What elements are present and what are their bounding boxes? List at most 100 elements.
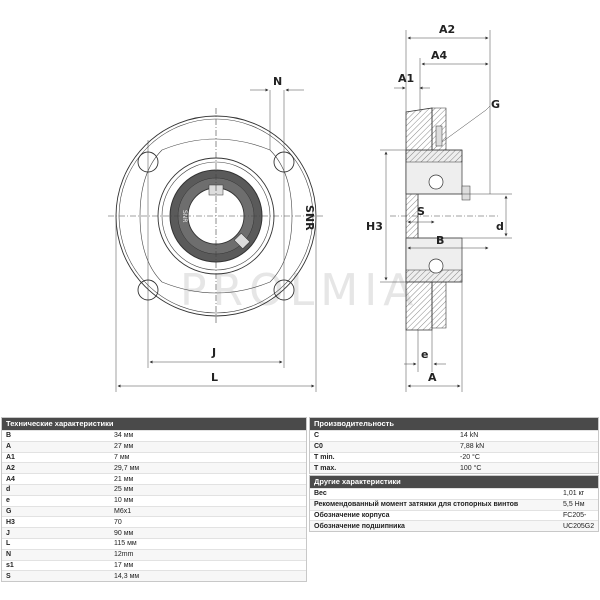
table-row: T min. -20 °C [310,451,598,463]
row-key: Обозначение подшипника [314,522,405,530]
row-value: 10 мм [114,497,134,505]
dimension-H3: H3 [366,149,406,283]
row-value: 7 мм [114,453,130,461]
section-view [390,107,500,331]
row-value: 34 мм [114,432,134,440]
ball-lower [428,258,444,274]
dim-label-d: d [496,220,504,233]
row-key: C [314,432,320,440]
table-row: H3 70 [2,516,306,527]
row-key: S [6,572,11,580]
row-value: 25 мм [114,486,134,494]
row-value: 14,3 мм [114,572,140,580]
table-row: d 25 мм [2,483,306,495]
table-row: Обозначение подшипника UC205G2 [310,520,598,532]
dim-label-B: B [436,234,444,247]
table-row: J 90 мм [2,527,306,538]
row-value: 21 мм [114,475,134,483]
table-header: Производительность [310,418,598,430]
table-row: S 14,3 мм [2,570,306,582]
row-key: H3 [6,518,15,526]
row-key: J [6,529,10,537]
dim-label-A2: A2 [439,23,455,36]
dim-label-N: N [273,75,282,88]
technical-drawing: PROLMIA SNR SNR N [108,23,512,392]
performance-table: Производительность C 14 kN C0 7,88 kN T mi… [309,417,599,475]
ball-upper [428,174,444,190]
table-row: B 34 мм [2,430,306,441]
table-row: e 10 мм [2,494,306,506]
table-row: C 14 kN [310,430,598,441]
row-value: 115 мм [114,540,137,548]
row-value: 90 мм [114,529,134,537]
dimension-L: L [117,371,315,388]
table-header: Технические характеристики [2,418,306,430]
table-row: A 27 мм [2,440,306,452]
row-value: 27 мм [114,443,134,451]
table-row: Вес 1,01 кг [310,488,598,499]
row-value: 14 kN [460,432,479,440]
row-value: -20 °C [460,453,480,461]
row-key: T min. [314,453,335,461]
brand-small-label: SNR [181,210,188,222]
table-row: Рекомендованный момент затяжки для стопо… [310,498,598,510]
dim-label-L: L [211,371,218,384]
dimension-A2: A2 [405,23,491,194]
table-row: s1 17 мм [2,559,306,571]
table-header: Другие характеристики [310,476,598,488]
dim-label-J: J [211,346,216,359]
table-row: L 115 мм [2,537,306,549]
row-value: 5,5 Нм [563,501,585,509]
row-key: C0 [314,443,323,451]
row-key: L [6,540,11,548]
row-key: N [6,551,12,559]
dimension-A: A [405,282,463,392]
row-key: B [6,432,12,440]
row-key: d [6,486,11,494]
dimension-N: N [250,75,304,92]
row-value: FC205- [563,511,587,519]
dimension-e: e [404,330,446,372]
row-value: 29,7 мм [114,464,140,472]
dimension-S: S [407,205,435,224]
dim-label-A4: A4 [431,49,448,62]
row-value: 1,01 кг [563,490,585,498]
table-row: T max. 100 °C [310,462,598,474]
front-view: PROLMIA SNR SNR [108,90,413,392]
dimension-A4: A4 [419,49,489,112]
dim-label-e: e [421,348,428,361]
row-key: G [6,507,12,515]
row-key: A2 [6,464,15,472]
dim-label-S: S [417,205,425,218]
other-specs-table: Другие характеристики Вес 1,01 кг Рекомен… [309,475,599,533]
row-value: 70 [114,518,122,526]
dimension-d: d [490,193,512,239]
row-value: 7,88 kN [460,443,485,451]
row-key: Обозначение корпуса [314,511,390,519]
row-value: UC205G2 [563,522,595,530]
dimension-G: G [441,98,500,143]
row-key: A [6,443,12,451]
row-value: 100 °C [460,464,482,472]
row-key: A1 [6,453,15,461]
table-row: C0 7,88 kN [310,440,598,452]
table-row: A1 7 мм [2,451,306,463]
table-row: N 12mm [2,548,306,560]
dim-label-G: G [491,98,500,111]
row-key: Вес [314,490,327,498]
grease-nipple [435,125,443,147]
row-value: 17 мм [114,561,134,569]
dim-label-H3: H3 [366,220,383,233]
row-key: T max. [314,464,337,472]
row-value: M6x1 [114,507,132,515]
row-value: 12mm [114,551,134,559]
row-key: s1 [6,561,14,569]
set-screw [233,232,251,250]
dim-label-A: A [428,371,437,384]
table-row: Обозначение корпуса FC205- [310,509,598,521]
row-key: e [6,497,10,505]
dim-label-A1: A1 [398,72,414,85]
dimension-B: B [407,234,489,250]
